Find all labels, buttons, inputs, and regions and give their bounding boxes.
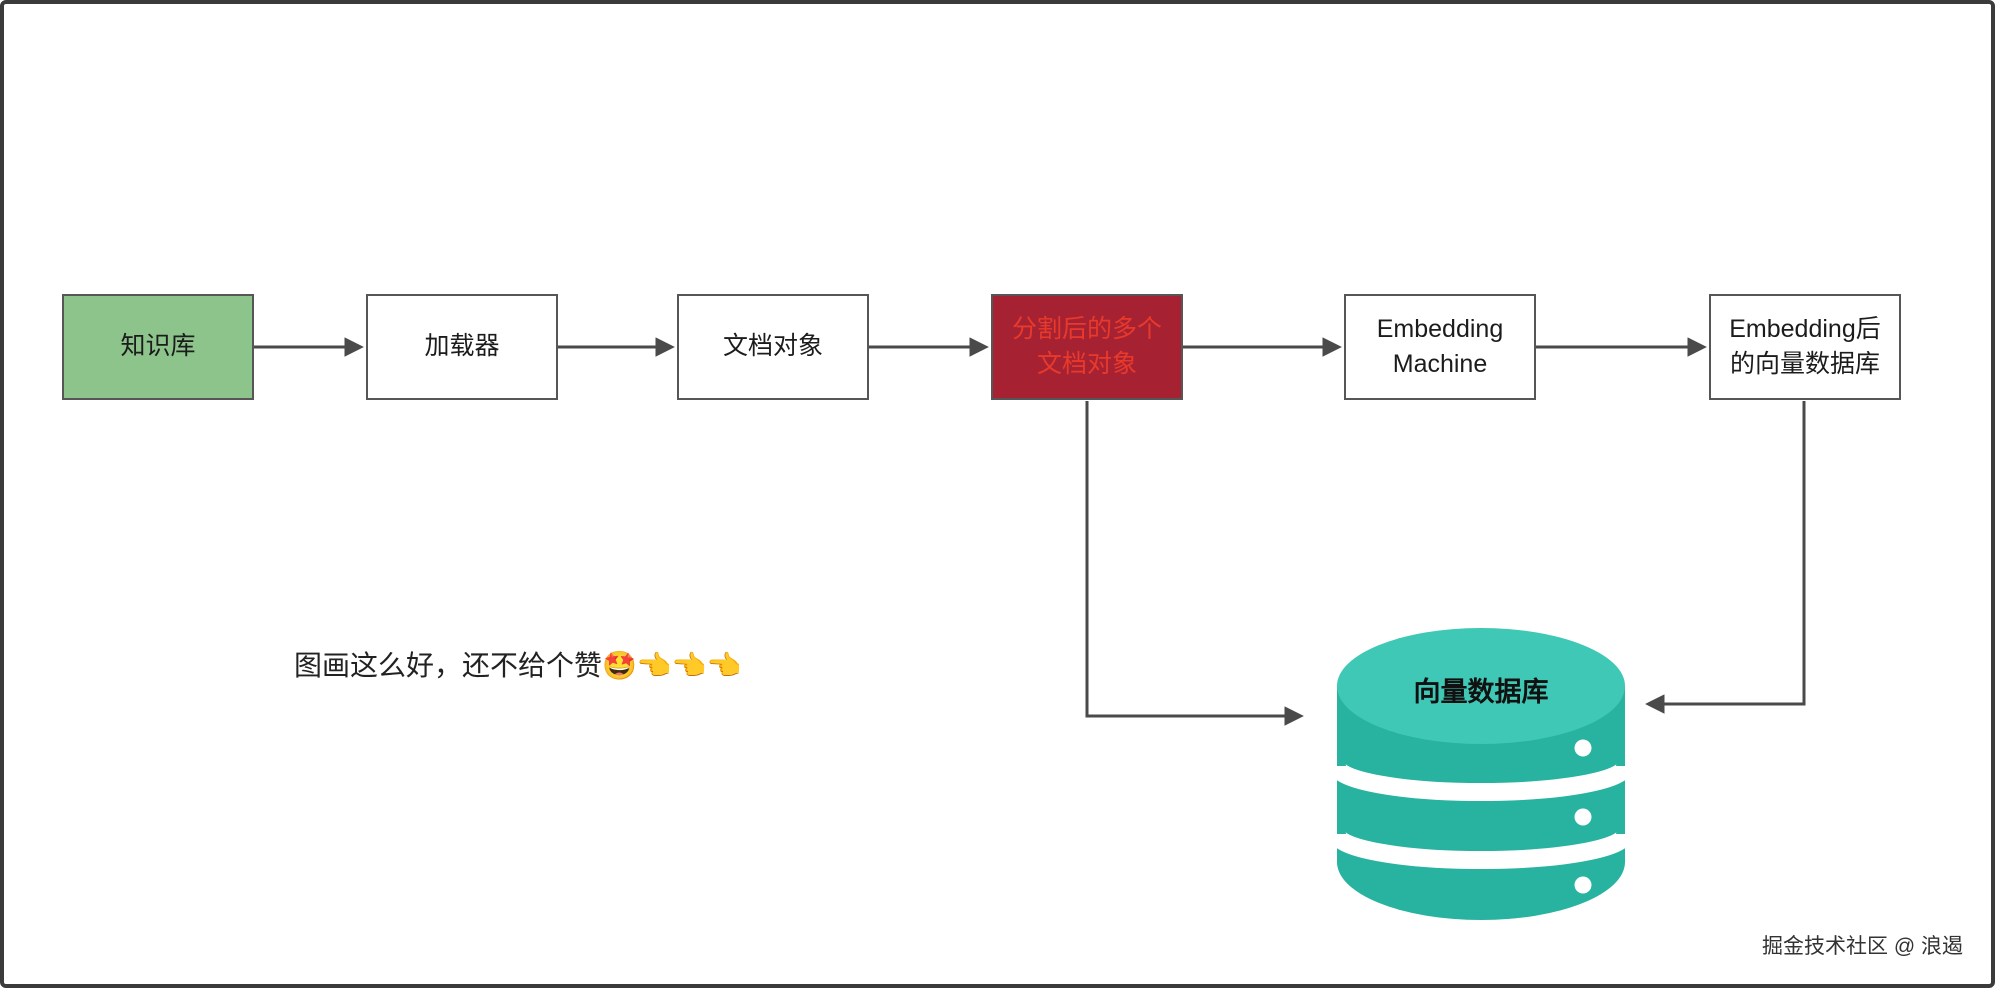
watermark-text: 掘金技术社区 @ 浪遏 [1762,935,1963,958]
arrow-split-to-vector-db [1085,401,1304,726]
caption-text: 图画这么好，还不给个赞🤩👈👈👈 [294,650,742,681]
flow-node-embedding-machine: Embedding Machine [1344,294,1536,400]
node-label: 知识库 [120,332,196,361]
vector-database-label: 向量数据库 [1413,677,1549,707]
node-label: Embedding [1376,314,1504,343]
flow-node-document-objects: 文档对象 [677,294,869,400]
cylinder-dot [1574,808,1592,826]
cylinder-separator [1337,763,1625,801]
node-label: Embedding后 [1729,314,1881,343]
cylinder-dot [1574,876,1592,894]
cylinder-top [1337,628,1625,744]
flow-node-embedded-vector-database: Embedding后 的向量数据库 [1709,294,1901,400]
node-label: 文档对象 [722,332,823,361]
cylinder-dot [1574,739,1592,757]
node-label: 文档对象 [1036,350,1137,378]
node-label: 分割后的多个 [1011,314,1162,343]
node-label: 加载器 [424,332,500,361]
node-label: 的向量数据库 [1729,350,1880,378]
database-cylinder-icon [1337,628,1625,920]
flow-node-loader: 加载器 [366,294,558,400]
flow-node-split-document-objects: 分割后的多个 文档对象 [991,294,1183,400]
cylinder-separator [1337,831,1625,869]
arrow-embedded-db-to-vector-db [1645,401,1806,714]
node-label: Machine [1392,350,1488,378]
flow-node-knowledge-base: 知识库 [62,294,254,400]
connectors [254,337,1806,726]
